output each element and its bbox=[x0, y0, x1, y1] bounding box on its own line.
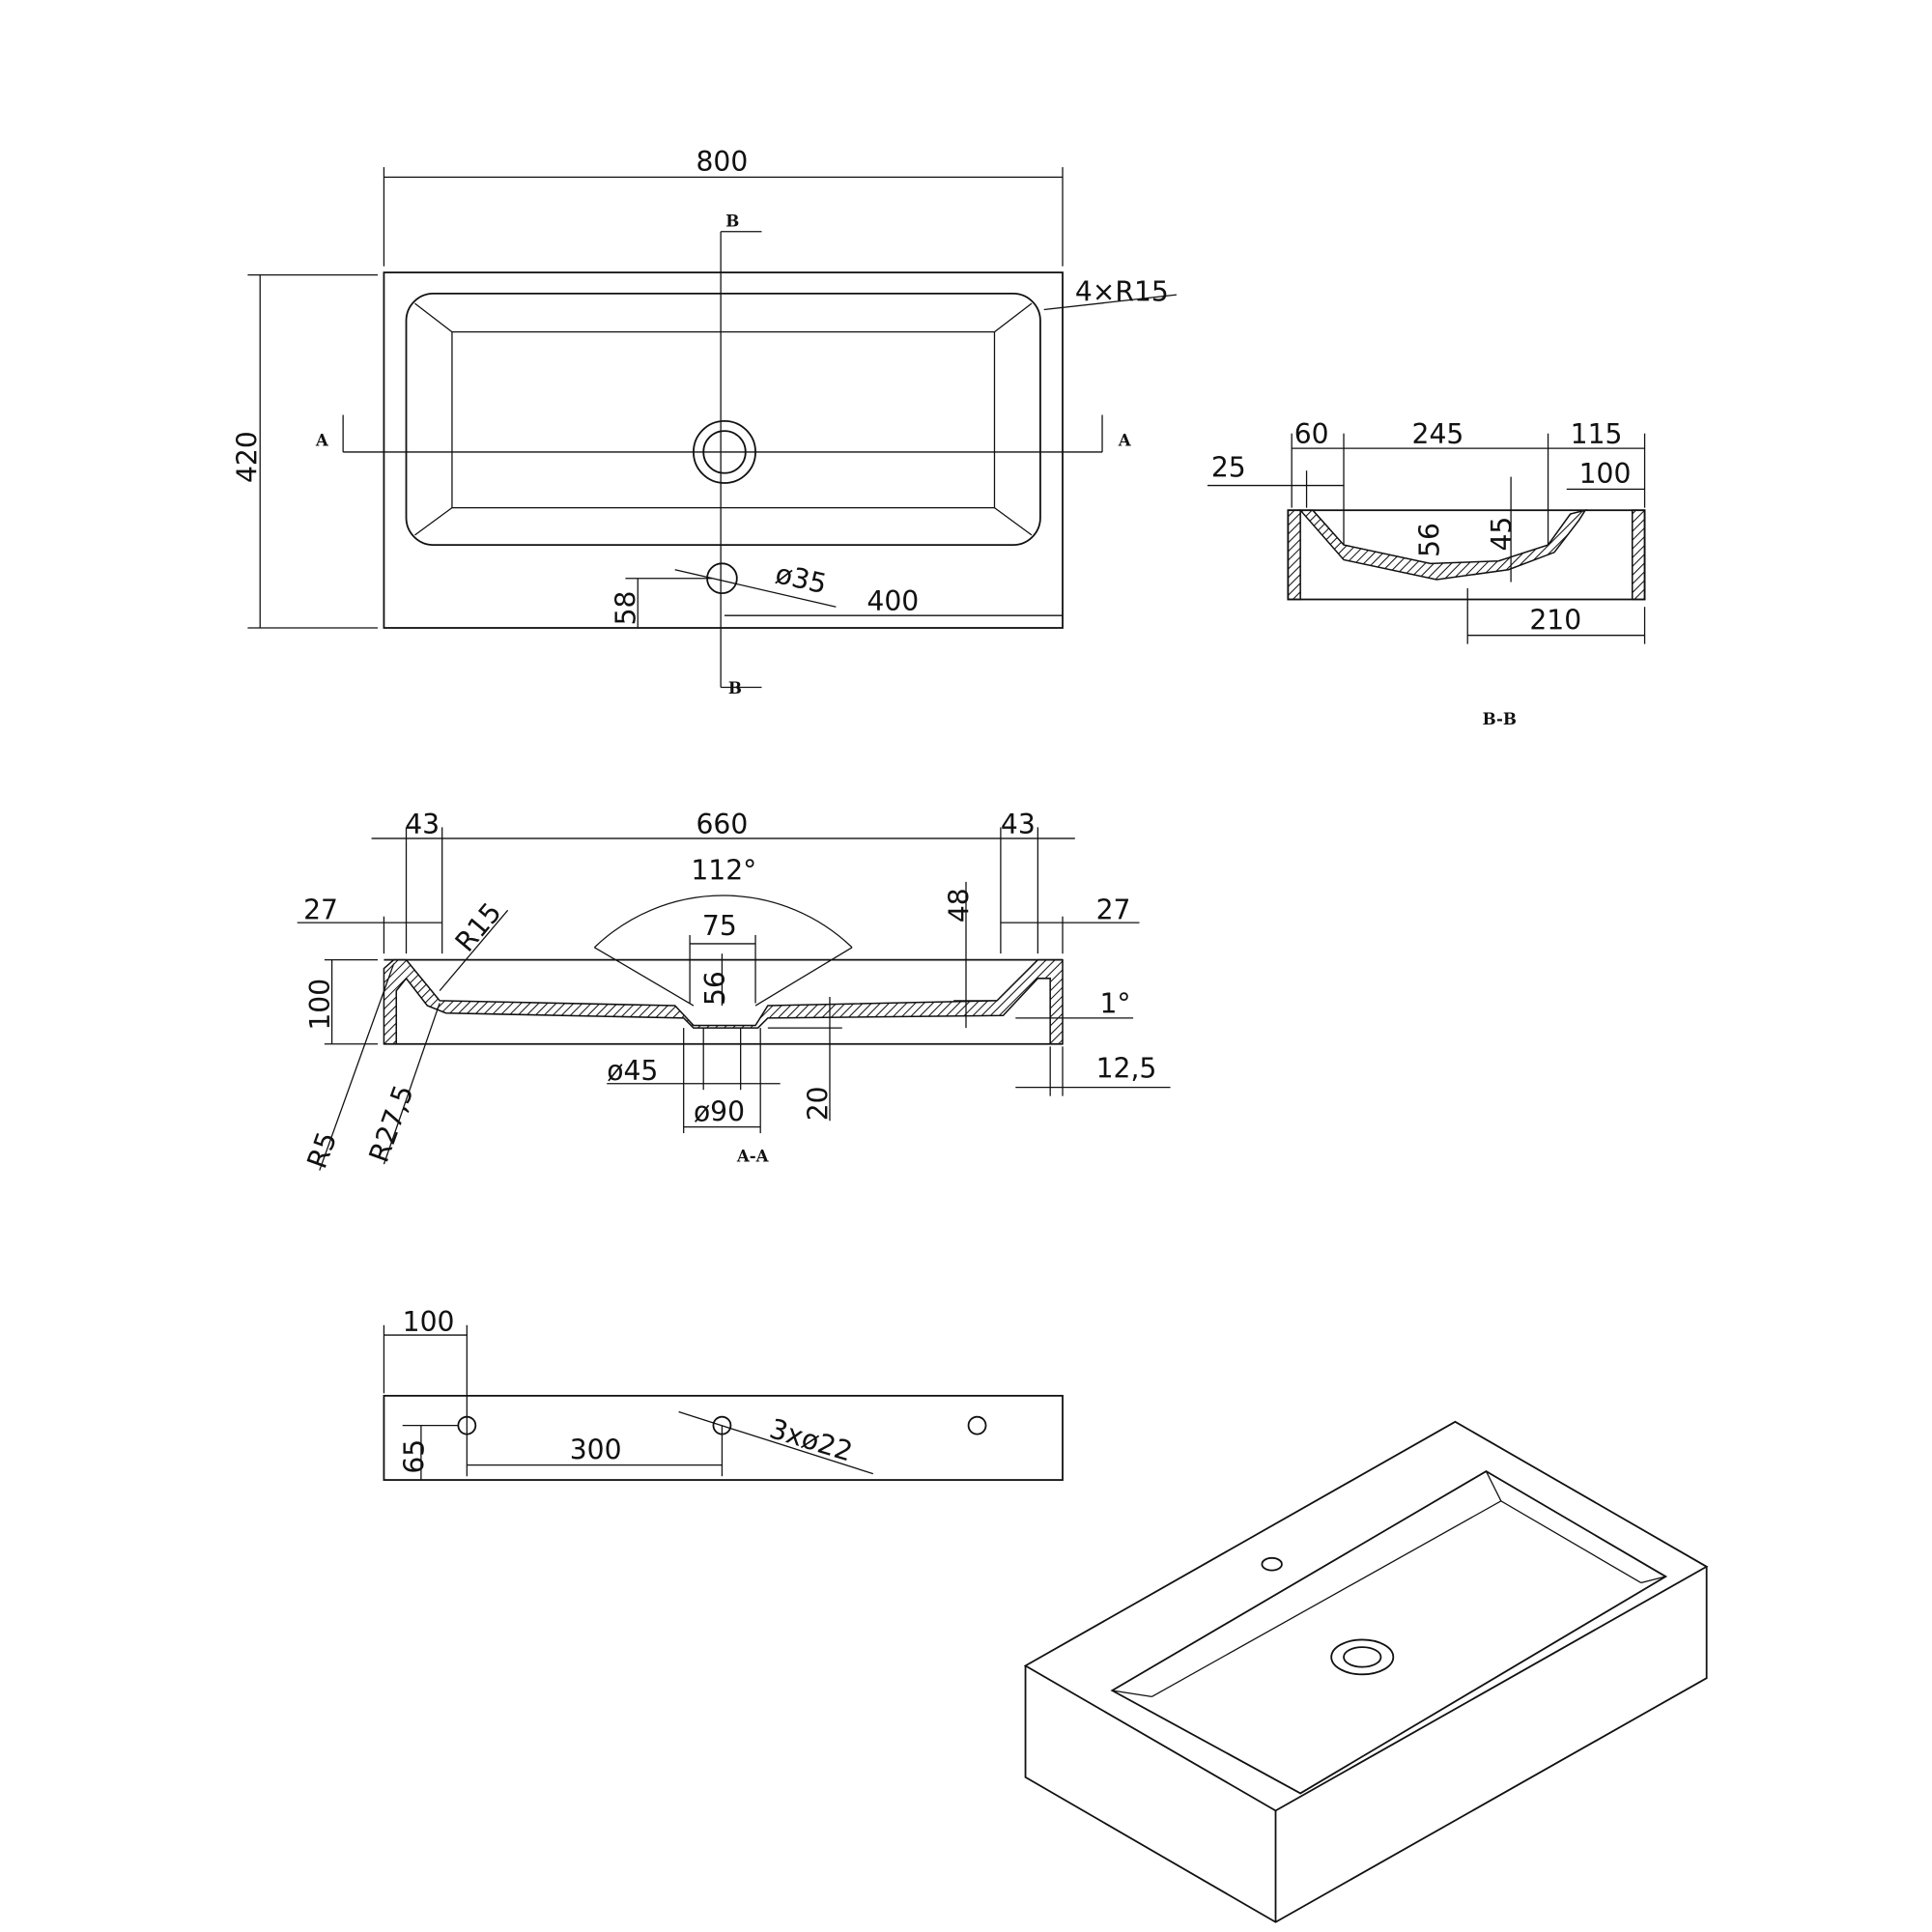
dim-115: 115 bbox=[1571, 418, 1623, 450]
section-a-marker: A bbox=[315, 431, 329, 450]
dim-27-left: 27 bbox=[303, 894, 338, 925]
dim-75: 75 bbox=[702, 910, 737, 942]
rear-view: 100 65 300 3xø22 bbox=[383, 1306, 1064, 1481]
dim-27-right: 27 bbox=[1096, 894, 1131, 925]
dim-48: 48 bbox=[944, 888, 976, 923]
section-b-marker: B bbox=[728, 678, 742, 697]
dim-65: 65 bbox=[398, 1439, 430, 1474]
dim-43-right: 43 bbox=[1001, 809, 1036, 840]
dim-56: 56 bbox=[699, 971, 731, 1006]
section-title: A-A bbox=[736, 1147, 770, 1166]
dim-width: 800 bbox=[696, 146, 749, 178]
dim-100: 100 bbox=[304, 979, 336, 1031]
dim-d90: ø90 bbox=[694, 1095, 745, 1127]
dim-d45: ø45 bbox=[607, 1055, 658, 1087]
dim-45: 45 bbox=[1486, 517, 1518, 552]
dim-holes: 3xø22 bbox=[766, 1412, 857, 1467]
top-view: A A B B 800 420 4×R15 ø35 400 58 bbox=[231, 146, 1178, 697]
dim-tap-offset: 400 bbox=[867, 585, 919, 617]
dim-tap-edge: 58 bbox=[611, 591, 642, 626]
isometric-view bbox=[1023, 1420, 1709, 1923]
section-b-marker: B bbox=[725, 212, 739, 231]
dim-height: 420 bbox=[231, 431, 263, 483]
dim-r15: R15 bbox=[449, 896, 508, 958]
dim-20: 20 bbox=[802, 1086, 834, 1121]
dim-300: 300 bbox=[570, 1434, 622, 1465]
dim-210: 210 bbox=[1529, 604, 1581, 636]
dim-56: 56 bbox=[1414, 523, 1446, 557]
section-bb: 60 245 115 25 100 56 45 210 B-B bbox=[1208, 418, 1646, 728]
section-a-marker: A bbox=[1118, 431, 1132, 450]
dim-60: 60 bbox=[1294, 418, 1329, 450]
dim-angle: 112° bbox=[691, 854, 756, 886]
dim-660: 660 bbox=[696, 809, 749, 840]
dim-25: 25 bbox=[1211, 452, 1246, 484]
dim-r5: R5 bbox=[300, 1127, 343, 1173]
dim-100: 100 bbox=[1579, 458, 1632, 490]
dim-100: 100 bbox=[403, 1306, 455, 1338]
dim-43-left: 43 bbox=[405, 809, 440, 840]
section-title: B-B bbox=[1483, 709, 1517, 728]
section-aa: 43 660 43 27 27 R15 112° 75 48 56 100 1°… bbox=[297, 809, 1171, 1173]
dim-slope: 1° bbox=[1099, 988, 1130, 1020]
dim-12-5: 12,5 bbox=[1096, 1052, 1157, 1084]
dim-r27-5: R27,5 bbox=[363, 1081, 420, 1167]
dim-245: 245 bbox=[1412, 418, 1464, 450]
dim-corner-radius: 4×R15 bbox=[1075, 276, 1169, 308]
